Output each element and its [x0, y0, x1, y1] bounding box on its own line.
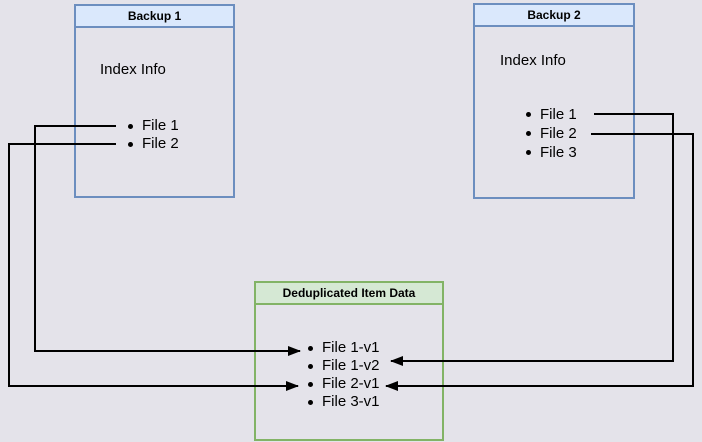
backup2-title: Backup 2: [527, 8, 581, 22]
list-item: File 2-v1: [308, 375, 380, 392]
backup2-index-info-label: Index Info: [500, 52, 566, 69]
backup2-file-list: File 1 File 2 File 3: [526, 105, 577, 162]
dedup-title: Deduplicated Item Data: [282, 286, 416, 300]
list-item: File 3-v1: [308, 393, 380, 410]
list-item: File 2: [128, 135, 179, 152]
node-backup2: Backup 2 Index Info File 1 File 2 File 3: [473, 3, 635, 199]
backup1-index-info-label: Index Info: [100, 61, 166, 78]
list-item: File 3: [526, 144, 577, 161]
backup1-title-bar: Backup 1: [76, 6, 233, 28]
backup1-title: Backup 1: [127, 9, 182, 23]
list-item: File 1-v1: [308, 339, 380, 356]
list-item: File 1: [128, 117, 179, 134]
backup2-title-bar: Backup 2: [475, 5, 633, 27]
list-item: File 1-v2: [308, 357, 380, 374]
list-item: File 2: [526, 125, 577, 142]
dedup-title-bar: Deduplicated Item Data: [256, 283, 442, 305]
list-item: File 1: [526, 106, 577, 123]
